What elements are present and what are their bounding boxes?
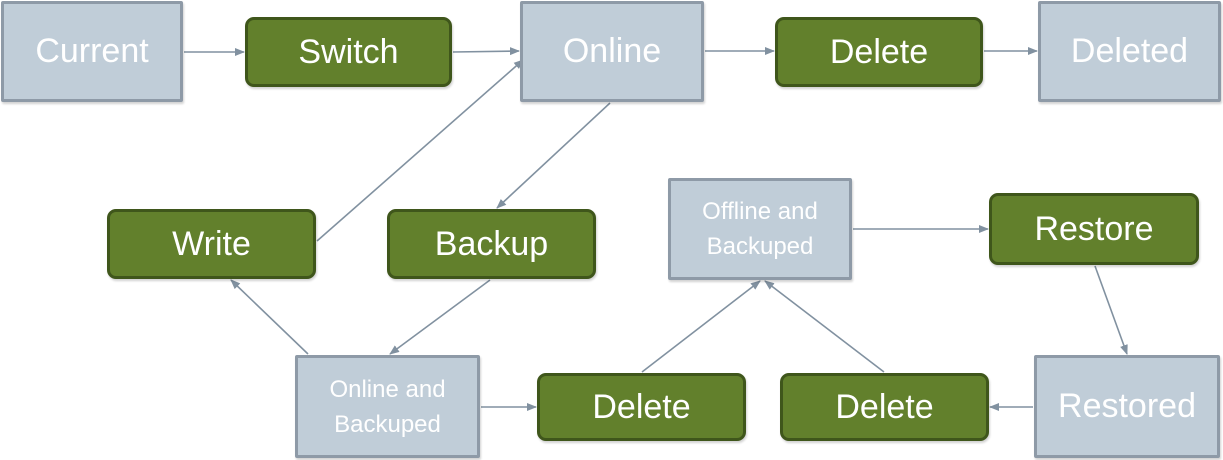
- node-switch: Switch: [245, 17, 452, 87]
- node-deleted: Deleted: [1038, 1, 1221, 102]
- node-current: Current: [1, 1, 183, 102]
- node-delete-mid: Delete: [537, 373, 746, 441]
- node-restore: Restore: [989, 193, 1199, 265]
- node-delete-right: Delete: [780, 373, 989, 441]
- node-delete-top: Delete: [775, 17, 983, 87]
- arrow-delete-mid-to-offline-backuped: [641, 280, 761, 373]
- arrow-write-to-online: [316, 59, 524, 242]
- arrow-delete-right-to-offline-backuped: [764, 280, 885, 373]
- arrow-online-backuped-to-write: [230, 279, 309, 355]
- arrow-backup-to-online-backuped: [389, 279, 491, 355]
- arrow-restore-to-restored: [1094, 265, 1128, 355]
- node-online: Online: [520, 1, 704, 102]
- node-restored: Restored: [1034, 355, 1220, 458]
- arrow-online-to-backup: [496, 102, 611, 209]
- node-online-backuped: Online and Backuped: [295, 355, 480, 458]
- node-write: Write: [107, 209, 316, 279]
- node-offline-backuped: Offline and Backuped: [668, 178, 852, 280]
- arrow-switch-to-online: [452, 47, 520, 56]
- node-backup: Backup: [387, 209, 596, 279]
